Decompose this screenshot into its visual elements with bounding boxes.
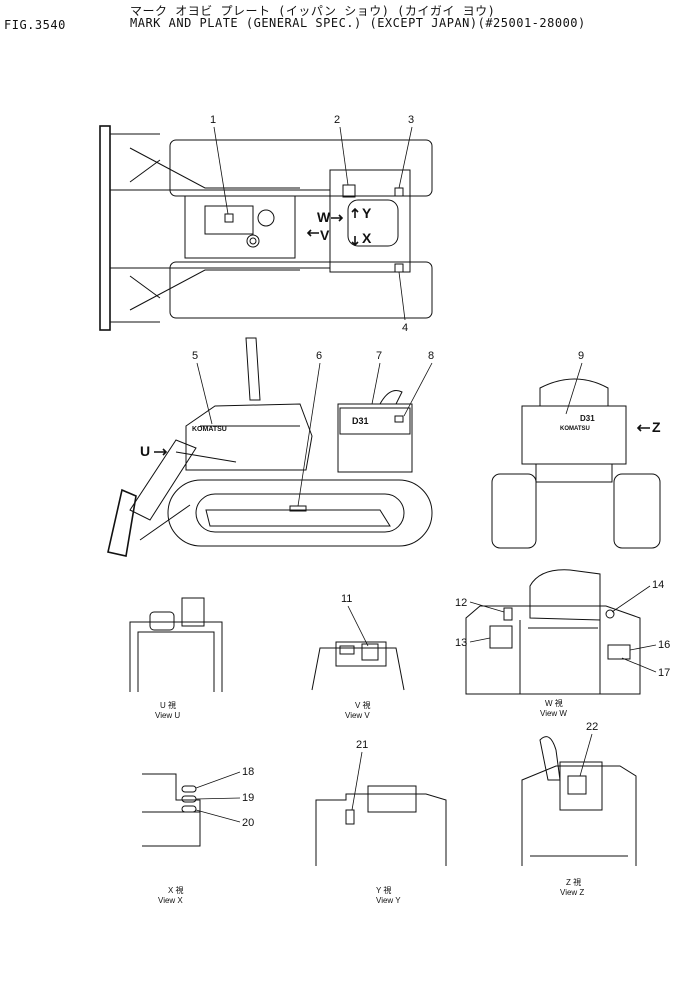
callout-7: 7 [376,350,382,362]
callout-13: 13 [455,637,467,649]
callout-6: 6 [316,350,322,362]
callout-20-plate [181,805,197,813]
view-x: 18 19 20 X 視 View X [142,766,254,905]
callout-18-plate [181,785,197,793]
view-z-caption-jp: Z 視 [566,878,581,887]
view-u-caption-en: View U [155,711,180,720]
callout-5: 5 [192,350,198,362]
callout-12-plate [503,607,513,621]
view-marker-w: W [317,209,331,225]
view-w: 12 13 14 16 17 W 視 View W [455,569,670,718]
brand-label: KOMATSU [192,426,227,433]
view-marker-u: U [140,443,150,459]
view-z-caption-en: View Z [560,888,584,897]
callout-21-plate [345,809,355,825]
callout-9: 9 [578,350,584,362]
brand-label-rear: KOMATSU [560,426,590,432]
top-view: W V Y X 1 2 3 4 [99,114,433,334]
callout-17: 17 [658,667,670,679]
callout-1: 1 [210,114,216,126]
exhaust-cap-icon [257,209,275,227]
view-v-caption-jp: V 視 [355,701,371,710]
callout-16-plate [607,644,631,660]
fuel-cap-icon [246,234,260,248]
page-title: MARK AND PLATE (GENERAL SPEC.) (EXCEPT J… [130,16,586,30]
view-x-caption-jp: X 視 [168,886,184,895]
view-y: 21 Y 視 View Y [315,739,447,905]
model-label: D31 [352,416,369,426]
view-y-caption-jp: Y 視 [376,886,391,895]
view-u: U 視 View U [129,597,223,720]
view-z: 22 Z 視 View Z [521,721,637,897]
callout-19: 19 [242,792,254,804]
callout-2: 2 [334,114,340,126]
callout-3: 3 [408,114,414,126]
callout-19-plate [181,795,197,803]
callout-21: 21 [356,739,368,751]
view-x-caption-en: View X [158,896,183,905]
view-y-caption-en: View Y [376,896,401,905]
title-katakana: マーク オヨビ プレート (イッパン ショウ) (カイガイ ヨウ) [130,4,496,18]
callout-11: 11 [341,593,352,605]
rear-view: D31 KOMATSU Z 9 [491,350,661,549]
callout-22: 22 [586,721,598,733]
view-u-caption-jp: U 視 [160,701,176,710]
callout-18: 18 [242,766,254,778]
view-v-caption-en: View V [345,711,370,720]
view-v: 11 V 視 View V [311,593,405,720]
callout-14: 14 [652,579,664,591]
model-label-rear: D31 [580,414,595,423]
figure-number: FIG.3540 [4,18,66,32]
callout-1-plate [224,213,234,223]
callout-22-plate [567,775,587,795]
callout-8: 8 [428,350,434,362]
view-marker-y: Y [362,205,372,221]
callout-8-plate [394,415,404,423]
side-view: KOMATSU D31 U 5 6 7 8 [107,337,434,557]
callout-2-plate [342,184,356,198]
callout-14-plate [605,609,615,619]
view-marker-v: V [320,227,330,243]
callout-20: 20 [242,817,254,829]
callout-12: 12 [455,597,467,609]
callout-16: 16 [658,639,670,651]
view-w-caption-jp: W 視 [545,699,563,708]
view-w-caption-en: View W [540,709,567,718]
callout-4-plate [394,263,404,273]
view-marker-z: Z [652,419,661,435]
callout-3-plate [394,187,404,197]
callout-13-plate [489,625,513,649]
callout-4: 4 [402,322,408,334]
view-marker-x: X [362,230,372,246]
